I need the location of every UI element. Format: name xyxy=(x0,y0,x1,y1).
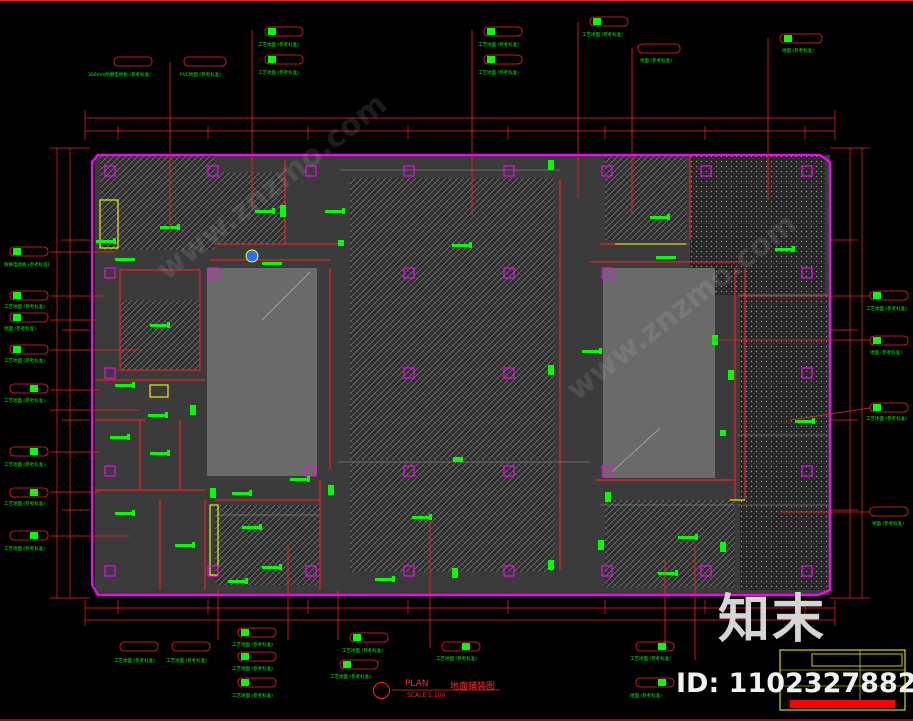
svg-text:工艺地面 (参考标准): 工艺地面 (参考标准) xyxy=(4,461,45,468)
svg-text:工艺地面 (参考标准): 工艺地面 (参考标准) xyxy=(4,545,45,552)
svg-text:地面 (参考标准): 地面 (参考标准) xyxy=(872,520,904,527)
drawing-scale: SCALE 1:100 xyxy=(407,692,446,699)
brand-logo-text: 知末 xyxy=(718,590,827,650)
svg-text:地面 (参考标准): 地面 (参考标准) xyxy=(870,349,902,356)
svg-text:工艺地面 (参考标准): 工艺地面 (参考标准) xyxy=(4,303,45,310)
section-marker xyxy=(245,249,259,263)
void-blocks xyxy=(207,268,715,478)
column-squares xyxy=(104,165,813,577)
yellow-columns xyxy=(99,199,745,576)
svg-text:地面 (参考标准): 地面 (参考标准) xyxy=(782,47,814,54)
drawing-title-text: 地面铺装图 xyxy=(450,682,496,692)
svg-text:工艺地面 (参考标准): 工艺地面 (参考标准) xyxy=(166,657,207,664)
svg-text:工艺地面 (参考标准): 工艺地面 (参考标准) xyxy=(232,665,273,672)
svg-text:工艺地面 (参考标准): 工艺地面 (参考标准) xyxy=(232,641,273,648)
svg-text:地面 (参考标准): 地面 (参考标准) xyxy=(640,57,672,64)
svg-text:工艺地面 (参考标准): 工艺地面 (参考标准) xyxy=(630,655,671,662)
svg-text:工艺地面 (参考标准): 工艺地面 (参考标准) xyxy=(478,41,519,48)
dimension-sides xyxy=(50,147,870,599)
dimension-top xyxy=(84,110,836,140)
dimension-bottom xyxy=(84,600,836,626)
outer-walls xyxy=(90,153,832,597)
svg-text:工艺地面 (参考标准): 工艺地面 (参考标准) xyxy=(258,41,299,48)
drawing-title-code: PLAN xyxy=(405,679,429,689)
svg-text:工艺地面 (参考标准): 工艺地面 (参考标准) xyxy=(4,500,45,507)
svg-text:PVC地面 (参考标准): PVC地面 (参考标准) xyxy=(180,71,221,78)
hatched-zones xyxy=(100,155,828,590)
leader-lines xyxy=(50,22,871,660)
drawing-number-circle xyxy=(373,682,390,699)
svg-text:工艺地面 (参考标准): 工艺地面 (参考标准) xyxy=(258,69,299,76)
svg-text:工艺地面 (参考标准): 工艺地面 (参考标准) xyxy=(866,305,907,312)
svg-text:工艺地面 (参考标准): 工艺地面 (参考标准) xyxy=(330,673,371,680)
svg-text:工艺地面 (参考标准): 工艺地面 (参考标准) xyxy=(436,655,477,662)
svg-text:工艺地面 (参考标准): 工艺地面 (参考标准) xyxy=(866,415,907,422)
annotation-text: 工艺地面 (参考标准) 工艺地面 (参考标准) 工艺地面 (参考标准) 工艺地面… xyxy=(4,31,907,699)
gray-lines xyxy=(218,169,828,516)
resource-id: ID: 1102327882 xyxy=(676,668,913,699)
title-block xyxy=(779,649,906,711)
callout-tag-fills xyxy=(13,18,881,686)
svg-text:工艺地面 (参考标准): 工艺地面 (参考标准) xyxy=(582,31,623,38)
svg-text:防静电地板 (参考标准): 防静电地板 (参考标准) xyxy=(4,261,50,268)
svg-text:地面 (参考标准): 地面 (参考标准) xyxy=(4,325,36,332)
svg-text:工艺地面 (参考标准): 工艺地面 (参考标准) xyxy=(478,69,519,76)
level-markers xyxy=(96,208,815,584)
svg-text:工艺地面 (参考标准): 工艺地面 (参考标准) xyxy=(342,647,383,654)
svg-text:工艺地面 (参考标准): 工艺地面 (参考标准) xyxy=(4,357,45,364)
callout-tags xyxy=(9,16,909,688)
svg-text:工艺地面 (参考标准): 工艺地面 (参考标准) xyxy=(232,692,273,699)
svg-text:地面 (参考标准): 地面 (参考标准) xyxy=(630,692,662,699)
svg-text:工艺地面 (参考标准): 工艺地面 (参考标准) xyxy=(114,657,155,664)
green-accents xyxy=(190,160,734,578)
svg-text:工艺地面 (参考标准): 工艺地面 (参考标准) xyxy=(4,397,45,404)
svg-text:300mm防静电地板 (参考标准): 300mm防静电地板 (参考标准) xyxy=(88,71,151,78)
